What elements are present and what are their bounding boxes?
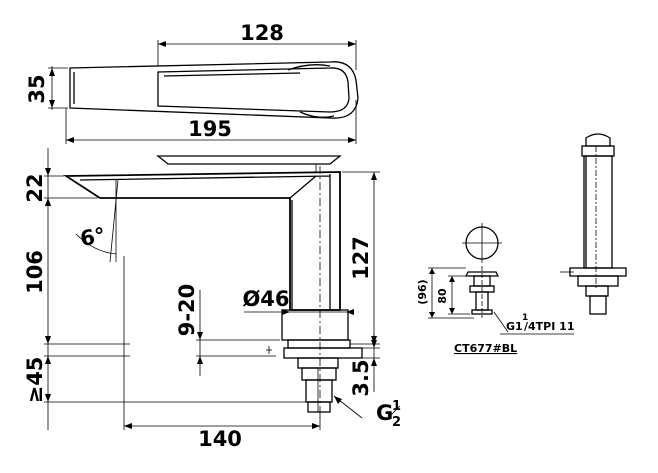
dim-angle: 6° (78, 223, 107, 251)
front-body (583, 155, 613, 269)
drain-thread-label: G1 (506, 320, 523, 333)
top-view-handle (157, 67, 350, 113)
dim-9-20: 9-20 (175, 284, 199, 337)
dim-128: 128 (240, 21, 284, 45)
drain-cap (464, 271, 500, 277)
side-view: 22 6° 106 127 9-20 Ø46 ≥45 (23, 148, 401, 451)
thread-prefix: G (376, 401, 393, 425)
drain-thread-sup: 1 (522, 313, 528, 323)
dim-45: ≥45 (23, 357, 47, 404)
dim-195: 195 (188, 117, 232, 141)
drain-dim-96: (96) (416, 279, 429, 304)
drain-detail: (96) 80 G1 1 /4TPI 11 CT677#BL (416, 223, 574, 355)
front-base (569, 267, 627, 277)
base-block (281, 309, 349, 341)
dim-3-5: 3.5 (349, 359, 373, 396)
front-handle (585, 133, 611, 147)
dim-140: 140 (198, 427, 242, 451)
front-view (560, 133, 627, 315)
top-view-outline (69, 61, 359, 119)
faucet-body (63, 171, 341, 311)
top-view: 128 35 195 (25, 21, 359, 144)
dim-diameter: Ø46 (242, 287, 289, 311)
shank (305, 379, 333, 403)
drain-dim-80: 80 (436, 288, 449, 304)
dim-22: 22 (23, 173, 47, 202)
dim-127: 127 (349, 236, 373, 280)
thread-numerator: 1 (392, 399, 401, 414)
dim-106: 106 (23, 250, 47, 294)
dim-35: 35 (25, 74, 49, 103)
drain-model: CT677#BL (454, 342, 517, 355)
base-flange (283, 347, 363, 359)
handle-plate (156, 155, 342, 165)
thread-denominator: 2 (392, 415, 401, 430)
drain-thread-rest: /4TPI 11 (524, 320, 574, 333)
